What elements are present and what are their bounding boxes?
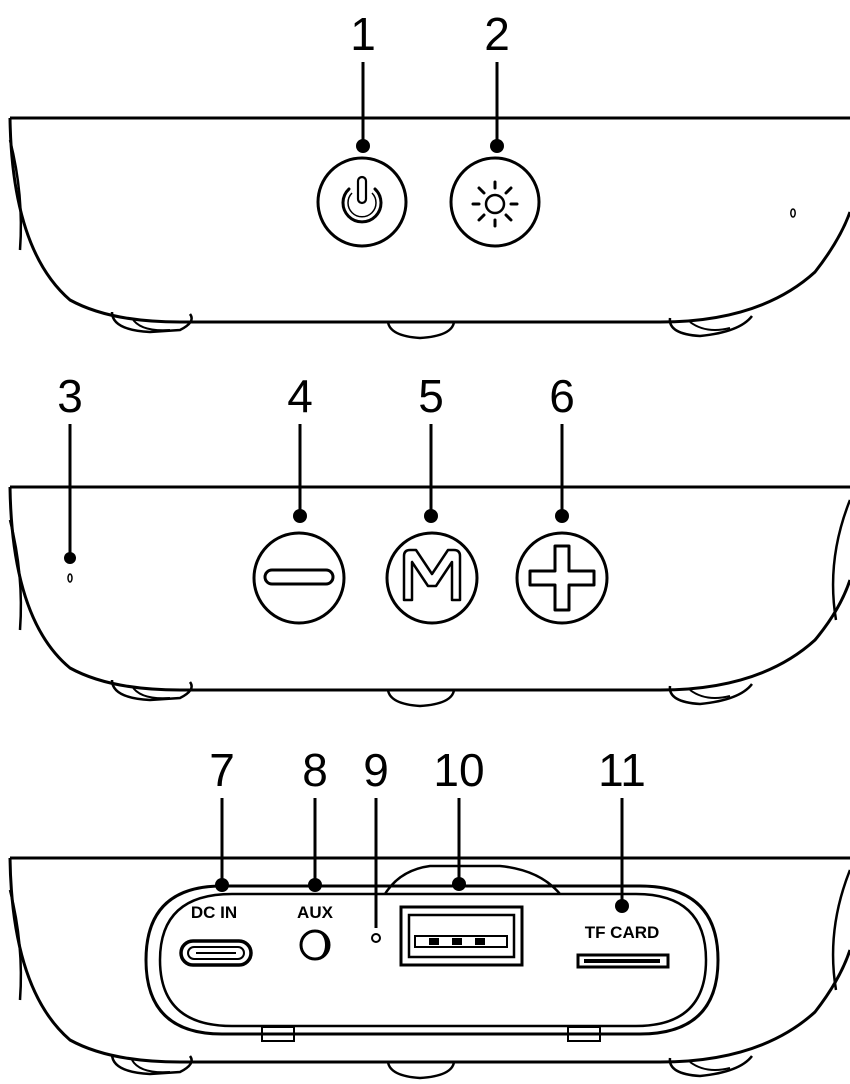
callout-11: 11 (598, 744, 646, 913)
small-hole (790, 208, 796, 218)
sun-icon (471, 180, 519, 228)
callout-number: 10 (433, 744, 484, 796)
callout-5: 5 (418, 370, 444, 523)
callout-4: 4 (287, 370, 313, 523)
callout-number: 7 (209, 744, 235, 796)
aux-label: AUX (297, 903, 334, 922)
power-icon (341, 175, 383, 224)
callout-6: 6 (549, 370, 575, 523)
usb-port[interactable] (399, 905, 524, 967)
callout-9: 9 (363, 744, 389, 928)
callout-number: 2 (484, 8, 510, 60)
callout-2: 2 (484, 8, 510, 153)
m-letter-icon (402, 548, 462, 602)
power-button[interactable] (316, 156, 408, 248)
tf-card-label: TF CARD (585, 923, 660, 942)
aux-port[interactable]: AUX (297, 903, 334, 961)
callout-number: 11 (598, 744, 646, 796)
callout-number: 6 (549, 370, 575, 422)
plus-icon (528, 544, 596, 612)
callout-number: 8 (302, 744, 328, 796)
callout-number: 4 (287, 370, 313, 422)
callout-number: 3 (57, 370, 83, 422)
microphone-hole (67, 573, 73, 583)
dc-in-label: DC IN (191, 903, 237, 922)
front-panel: 3 4 5 6 (8, 370, 850, 708)
callout-8: 8 (302, 744, 328, 892)
port-cover (144, 864, 720, 1042)
volume-up-button[interactable] (515, 531, 609, 625)
top-panel: 1 2 (8, 8, 850, 340)
callout-1: 1 (350, 8, 376, 153)
back-panel: DC IN AUX TF CARD (8, 744, 850, 1080)
tf-card-slot[interactable]: TF CARD (576, 923, 670, 969)
volume-down-button[interactable] (252, 531, 346, 625)
callout-3: 3 (57, 370, 83, 564)
indicator-light (371, 933, 381, 943)
callout-number: 1 (350, 8, 376, 60)
callout-number: 5 (418, 370, 444, 422)
light-button[interactable] (449, 156, 541, 248)
speaker-body (8, 856, 850, 1080)
speaker-body (8, 116, 850, 340)
callout-7: 7 (209, 744, 235, 892)
callout-number: 9 (363, 744, 389, 796)
minus-icon (263, 568, 335, 586)
callout-10: 10 (433, 744, 485, 891)
dc-in-port[interactable]: DC IN (179, 903, 253, 967)
mode-button[interactable] (385, 531, 479, 625)
